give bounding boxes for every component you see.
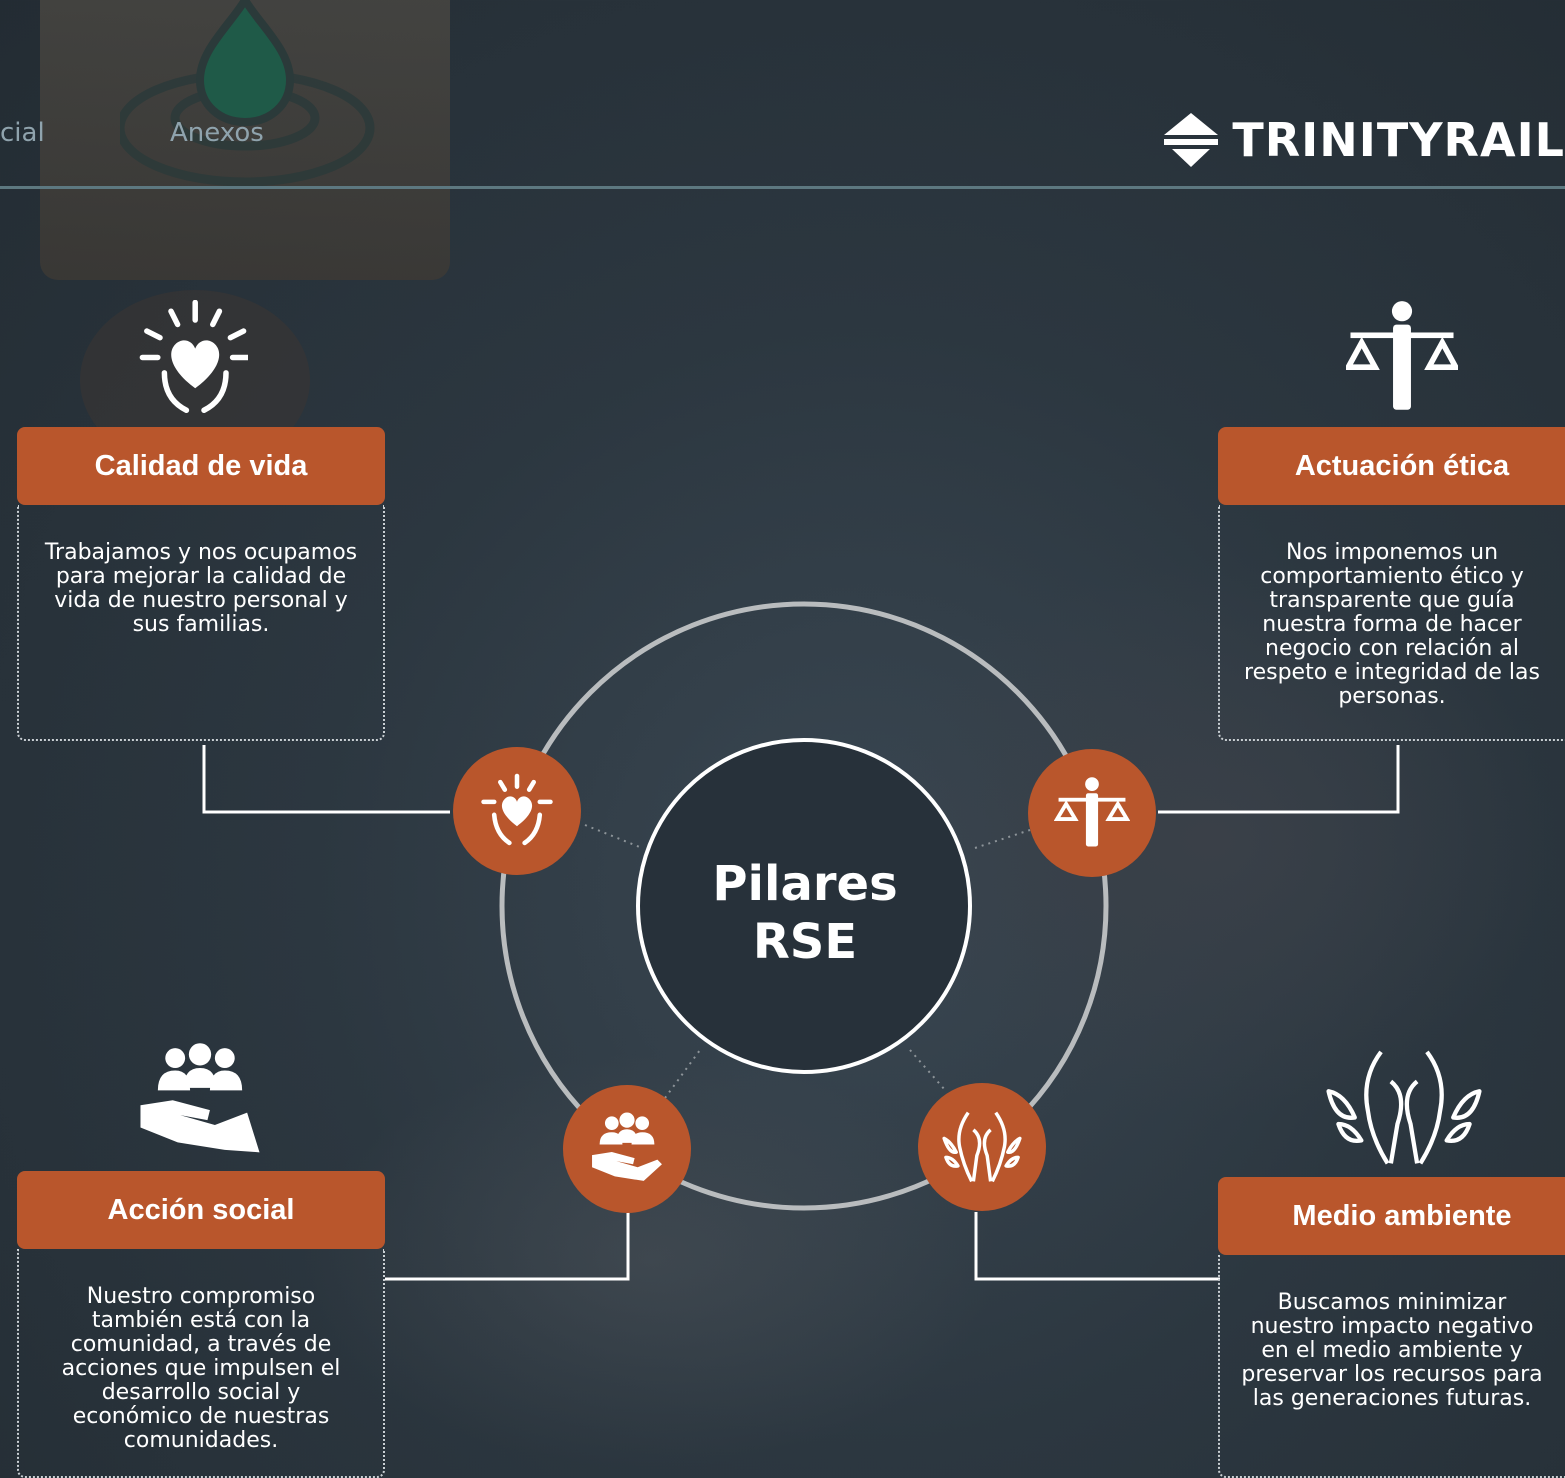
center-title-line2: RSE xyxy=(752,914,858,970)
card-title-accion-social: Acción social xyxy=(17,1171,385,1249)
card-body-actuacion-etica: Nos imponemos un comportamiento ético y … xyxy=(1218,505,1565,741)
nav-link-prev[interactable]: cial xyxy=(0,118,45,148)
community-hand-icon xyxy=(140,1043,260,1153)
person-scales-icon xyxy=(1346,301,1458,410)
person-scales-icon xyxy=(1054,777,1130,847)
card-title-calidad-de-vida: Calidad de vida xyxy=(17,427,385,505)
card-body-calidad-de-vida: Trabajamos y nos ocupamos para mejorar l… xyxy=(17,505,385,741)
community-hand-icon xyxy=(592,1112,662,1181)
center-title-line1: Pilares xyxy=(712,856,898,912)
card-title-medio-ambiente: Medio ambiente xyxy=(1218,1177,1565,1255)
card-body-medio-ambiente: Buscamos minimizar nuestro impacto negat… xyxy=(1218,1255,1565,1478)
hands-leaves-icon xyxy=(942,1111,1022,1183)
card-title-actuacion-etica: Actuación ética xyxy=(1218,427,1565,505)
trinityrail-logo-icon xyxy=(1164,113,1219,167)
background-glow xyxy=(860,560,1560,1120)
nav-link-annexes[interactable]: Anexos xyxy=(170,118,264,148)
card-body-accion-social: Nuestro compromiso también está con la c… xyxy=(17,1249,385,1478)
node-accion-social xyxy=(563,1085,691,1213)
heart-hands-icon xyxy=(139,300,248,413)
node-actuacion-etica xyxy=(1028,749,1156,877)
trinityrail-logo: TRINITYRAIL xyxy=(1162,110,1565,170)
water-drop-icon xyxy=(120,0,375,187)
logo-text: TRINITYRAIL xyxy=(1232,113,1565,167)
hands-leaves-icon xyxy=(1326,1050,1482,1165)
heart-hands-icon xyxy=(481,773,553,846)
node-medio-ambiente xyxy=(918,1083,1046,1211)
header-divider xyxy=(0,186,1565,189)
center-title: Pilares RSE xyxy=(640,855,970,971)
node-calidad-de-vida xyxy=(453,747,581,875)
